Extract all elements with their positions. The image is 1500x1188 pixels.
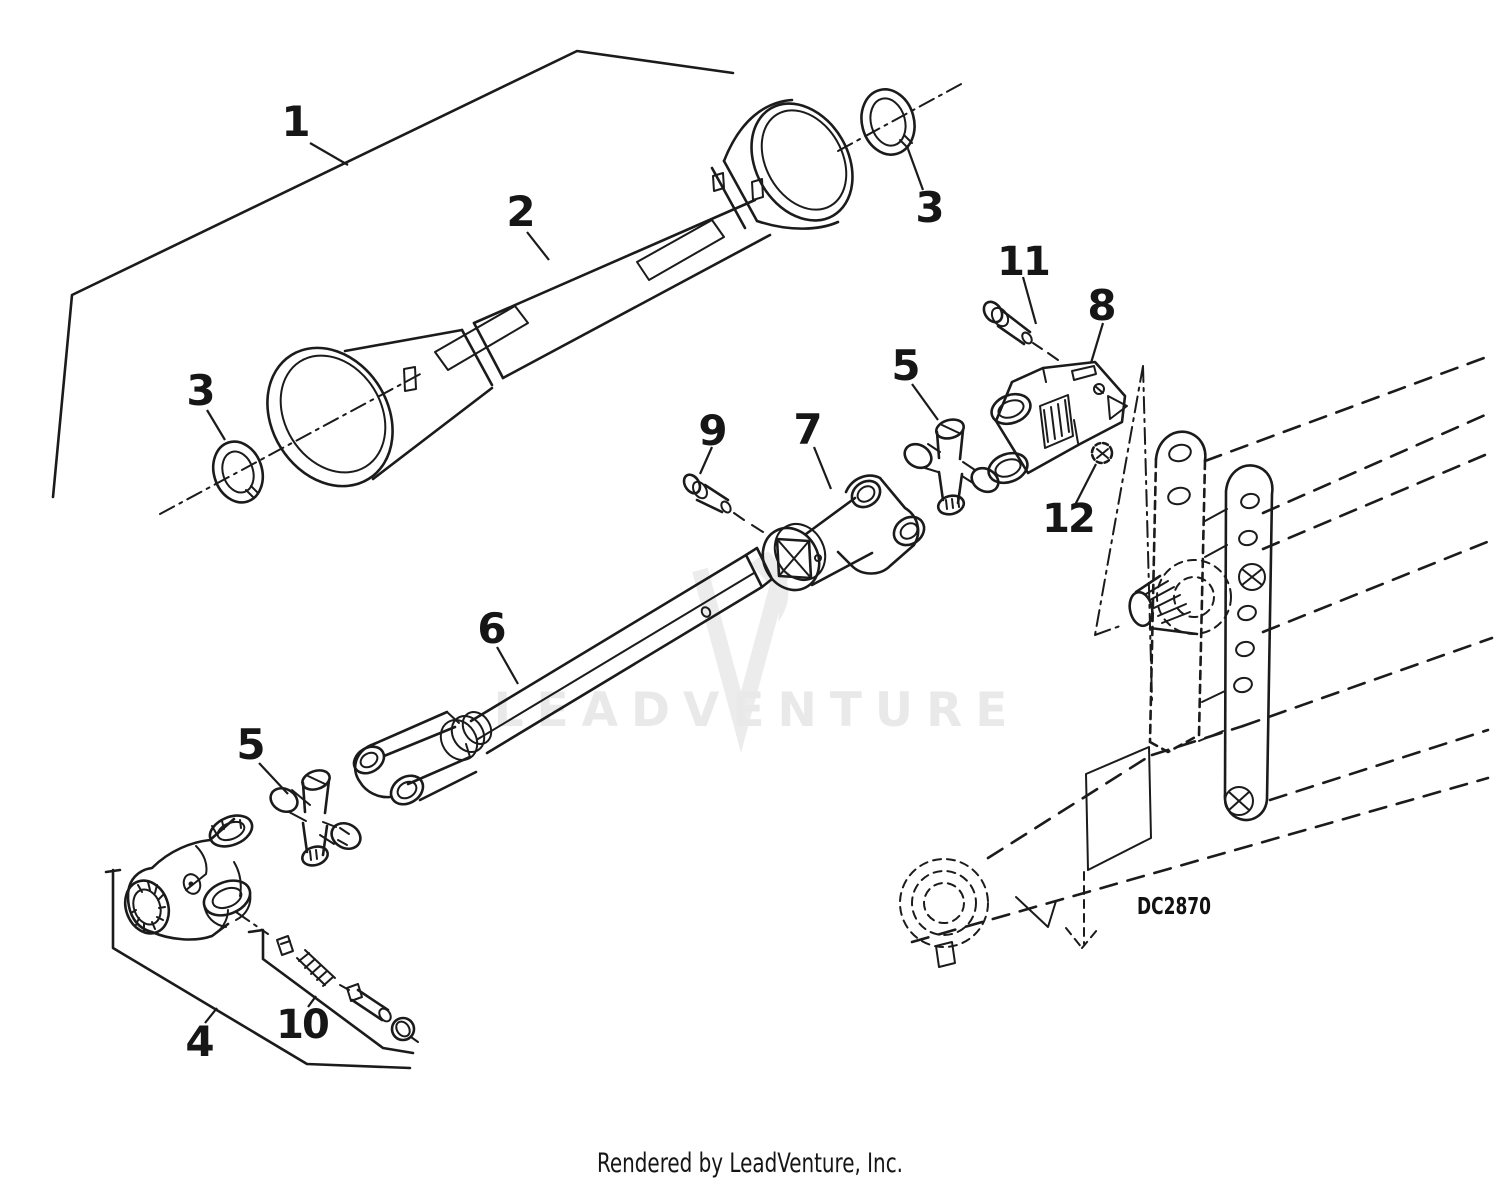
callout-5-rear: 5 — [891, 341, 920, 390]
frame-rails — [1203, 353, 1494, 802]
callout-leaders — [204, 142, 1105, 1024]
diagram-part-code: DC2870 — [1137, 894, 1211, 920]
leadventure-watermark: LEADVENTURE — [494, 551, 1021, 753]
callout-2: 2 — [506, 187, 535, 236]
sliding-yoke — [761, 474, 926, 592]
u-joint-cross-rear — [903, 418, 1000, 516]
callout-8: 8 — [1087, 281, 1116, 330]
callout-5-front: 5 — [236, 720, 265, 769]
callout-3-front: 3 — [186, 366, 215, 415]
splined-yoke-assembly — [104, 814, 412, 1070]
bushing-cap — [1090, 441, 1114, 465]
callout-11: 11 — [997, 239, 1049, 285]
clevis-pin — [682, 473, 764, 533]
callout-labels: 1 2 3 3 4 5 5 6 7 8 9 10 11 12 — [185, 97, 1116, 1066]
telescoping-drive-shaft — [352, 546, 774, 806]
shield-assembly-boundary — [51, 49, 735, 499]
callout-4: 4 — [185, 1017, 214, 1066]
callout-3-rear: 3 — [915, 183, 944, 232]
retaining-bolt — [982, 300, 1059, 361]
callout-6: 6 — [477, 604, 506, 653]
callout-7: 7 — [793, 405, 822, 454]
u-joint-cross-front — [269, 769, 362, 867]
phantom-triangle — [1094, 365, 1153, 701]
footer-credit: Rendered by LeadVenture, Inc. — [597, 1148, 903, 1179]
watermark-text: LEADVENTURE — [494, 683, 1021, 738]
shield-cone-tube-bell — [266, 98, 854, 488]
flame-v-logo — [692, 567, 790, 753]
callout-12: 12 — [1042, 496, 1094, 542]
drawbar-beam — [899, 724, 1490, 968]
joint-shield-guard — [987, 360, 1128, 485]
callout-10: 10 — [276, 1002, 328, 1048]
shield-bearing-ring-rear — [860, 88, 916, 156]
implement-bracket — [1128, 430, 1274, 822]
shield-bearing-ring-front — [211, 440, 265, 504]
spring-and-detent-pin-kit — [235, 911, 419, 1055]
callout-1: 1 — [281, 97, 310, 146]
shield-centerline — [159, 82, 964, 515]
callout-9: 9 — [698, 406, 727, 455]
